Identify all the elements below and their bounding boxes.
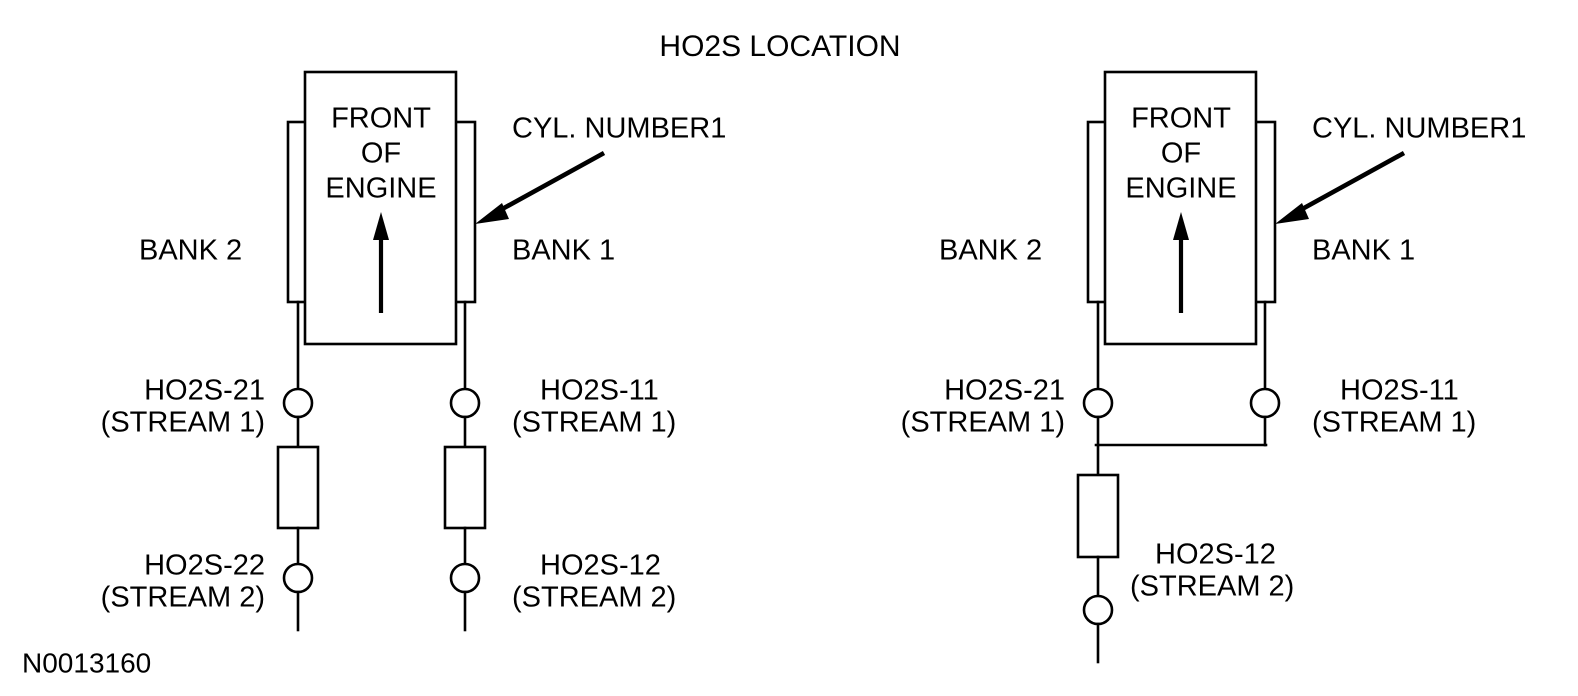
sensor-label-ho2s-22-name: HO2S-22	[144, 550, 265, 582]
sensor-label-ho2s-12-stream: (STREAM 2)	[512, 582, 676, 614]
engine-block-line1: FRONT	[331, 103, 431, 135]
bank1-label: BANK 1	[512, 235, 615, 267]
sensor-ho2s-21	[1082, 387, 1114, 419]
sensor-label-ho2s-21-name: HO2S-21	[144, 375, 265, 407]
diagram-single-converter: FRONT OF ENGINE	[901, 70, 1526, 664]
sensor-label-ho2s-22-stream: (STREAM 2)	[101, 582, 265, 614]
sensor-ho2s-12	[1082, 594, 1114, 626]
sensor-label-ho2s-11-stream: (STREAM 1)	[1312, 407, 1476, 439]
sensor-label-ho2s-21-stream: (STREAM 1)	[101, 407, 265, 439]
engine-block-line1: FRONT	[1131, 103, 1231, 135]
up-arrow-icon	[1173, 212, 1189, 313]
arrow-pointer-icon	[1275, 150, 1406, 224]
bank2-label: BANK 2	[139, 235, 242, 267]
engine-block-line3: ENGINE	[1125, 173, 1236, 205]
sensor-label-ho2s-11-name: HO2S-11	[1340, 375, 1459, 407]
sensor-label-ho2s-12-name: HO2S-12	[540, 550, 661, 582]
bank1-catalytic-converter	[443, 445, 487, 530]
diagram-dual-converter: FRONT OF ENGINE	[101, 70, 726, 632]
sensor-label-ho2s-21-stream: (STREAM 1)	[901, 407, 1065, 439]
bank1-manifold-rail	[453, 120, 477, 304]
sensor-ho2s-11	[449, 387, 481, 419]
up-arrow-icon	[373, 212, 389, 313]
sensor-ho2s-11	[1249, 387, 1281, 419]
sensor-label-ho2s-12-stream: (STREAM 2)	[1130, 571, 1294, 603]
engine-block-line2: OF	[1161, 138, 1201, 170]
sensor-ho2s-12	[449, 562, 481, 594]
bank1-label: BANK 1	[1312, 235, 1415, 267]
cyl-number1-label: CYL. NUMBER1	[512, 113, 726, 145]
sensor-label-ho2s-11-name: HO2S-11	[540, 375, 659, 407]
merged-catalytic-converter	[1076, 473, 1120, 559]
sensor-label-ho2s-12-name: HO2S-12	[1155, 539, 1276, 571]
bank2-catalytic-converter	[276, 445, 320, 530]
engine-block-line2: OF	[361, 138, 401, 170]
arrow-pointer-icon	[475, 150, 606, 224]
sensor-label-ho2s-11-stream: (STREAM 1)	[512, 407, 676, 439]
bank2-label: BANK 2	[939, 235, 1042, 267]
bank1-manifold-rail	[1253, 120, 1277, 304]
sensor-ho2s-22	[282, 562, 314, 594]
cyl-number1-label: CYL. NUMBER1	[1312, 113, 1526, 145]
figure-id: N0013160	[22, 647, 151, 678]
figure-title: HO2S LOCATION	[659, 30, 900, 63]
sensor-ho2s-21	[282, 387, 314, 419]
sensor-label-ho2s-21-name: HO2S-21	[944, 375, 1065, 407]
engine-block-line3: ENGINE	[325, 173, 436, 205]
